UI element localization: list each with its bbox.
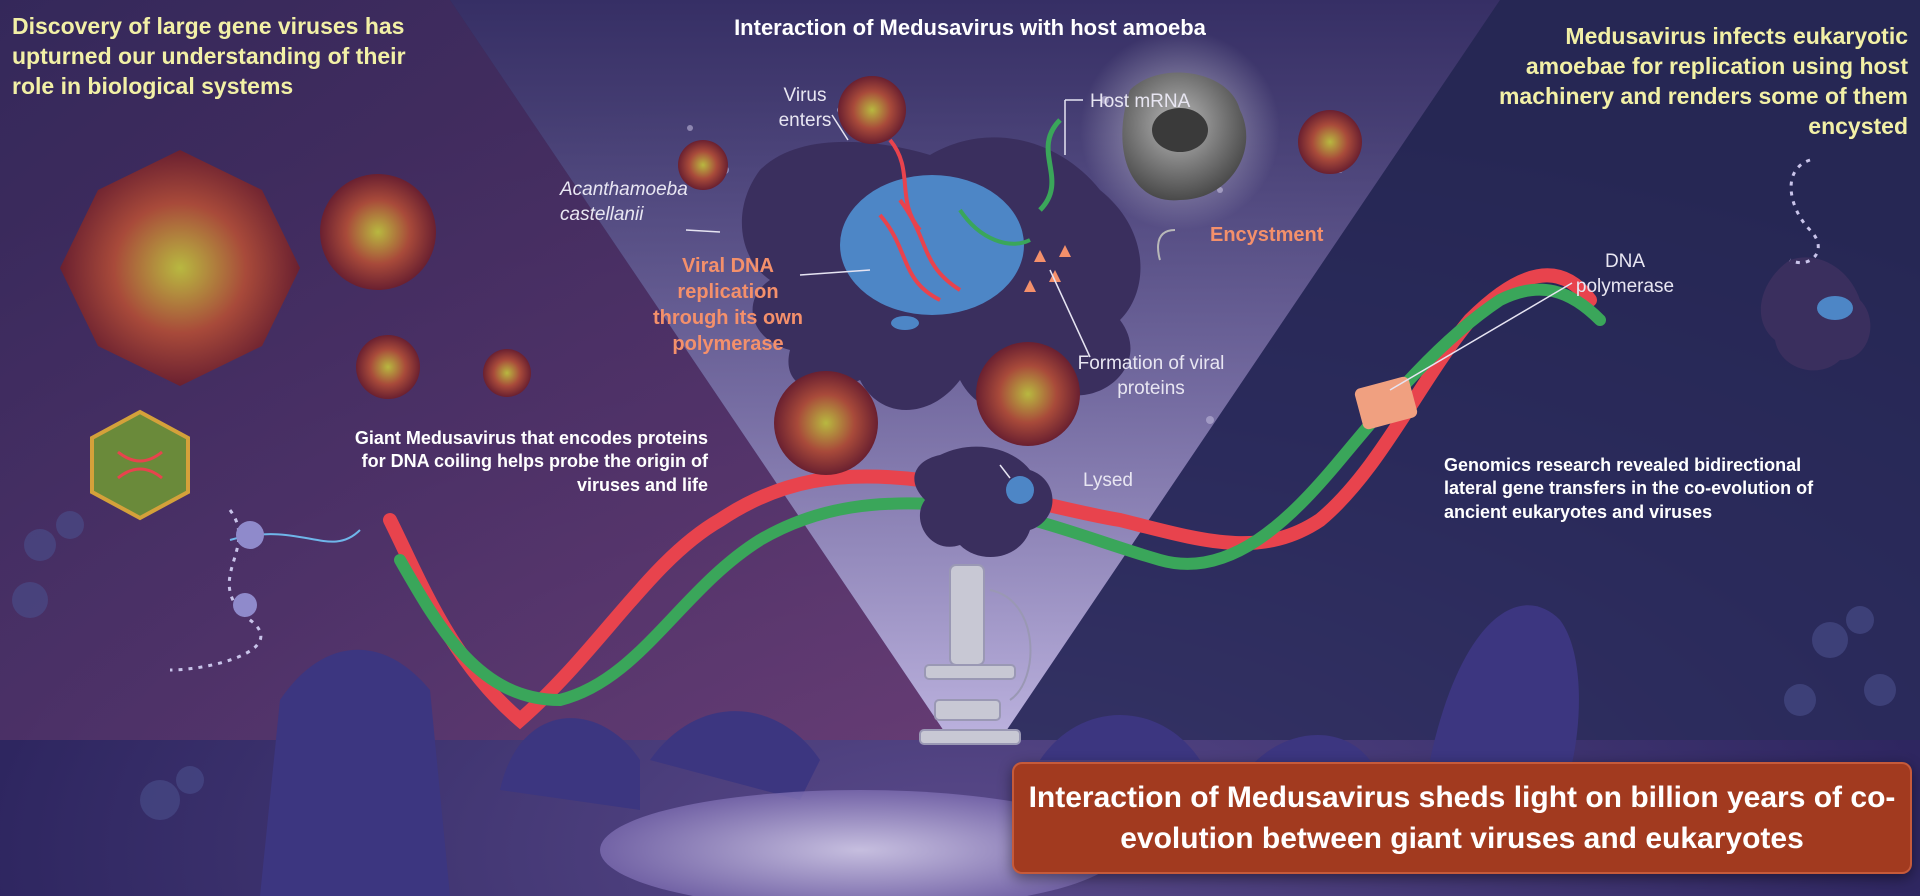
light-pool <box>600 790 1120 896</box>
nucleus <box>840 175 1024 315</box>
virus-icon <box>1298 110 1362 174</box>
rocks <box>260 605 1579 896</box>
giant-medusavirus-text: Giant Medusavirus that encodes proteins … <box>354 428 708 495</box>
entering-virus-icon <box>838 76 906 144</box>
virus-icon <box>976 342 1080 446</box>
genomics-research-text: Genomics research revealed bidirectional… <box>1444 455 1814 522</box>
foliage <box>12 511 1896 820</box>
virus-icon <box>774 371 878 475</box>
center-title: Interaction of Medusavirus with host amo… <box>734 15 1206 40</box>
encystment-arrow <box>1157 229 1176 261</box>
formation-viral-proteins-label: Formation of viral proteins <box>1077 353 1225 399</box>
viral-dna-strand <box>888 138 922 232</box>
leader-lines <box>685 99 1573 479</box>
viral-protein-icons <box>1024 245 1071 292</box>
lysed-label: Lysed <box>1083 470 1133 491</box>
lysed-cell-icon <box>914 446 1053 557</box>
viral-dna-replication-label: Viral DNA replication through its own po… <box>653 255 803 355</box>
dna-polymerase-label: DNA polymerase <box>1575 251 1675 297</box>
right-title: Medusavirus infects eukaryotic amoebae f… <box>1498 23 1908 139</box>
giant-virus-particles <box>60 150 531 399</box>
host-mrna-label: Host mRNA <box>1090 91 1191 112</box>
acanthamoeba-label: Acanthamoeba castellanii <box>560 179 688 225</box>
encystment-label: Encystment <box>1210 224 1324 246</box>
virus-icon <box>320 174 436 290</box>
right-amoeba-cells <box>1760 158 1871 371</box>
conclusion-banner: Interaction of Medusavirus sheds light o… <box>1012 762 1912 874</box>
virus-enters-label: Virus enters <box>778 85 832 131</box>
host-mrna-strand <box>1038 118 1062 212</box>
virus-icon <box>483 349 531 397</box>
medusavirus-capsid-icon <box>90 409 361 672</box>
conclusion-text: Interaction of Medusavirus sheds light o… <box>1028 780 1896 855</box>
virus-icon <box>356 335 420 399</box>
dna-polymerase-icon <box>1354 376 1418 430</box>
large-virus-icon <box>60 150 300 386</box>
microscope-icon <box>919 564 1032 745</box>
left-title: Discovery of large gene viruses has uptu… <box>12 13 406 99</box>
virus-icon <box>678 140 728 190</box>
